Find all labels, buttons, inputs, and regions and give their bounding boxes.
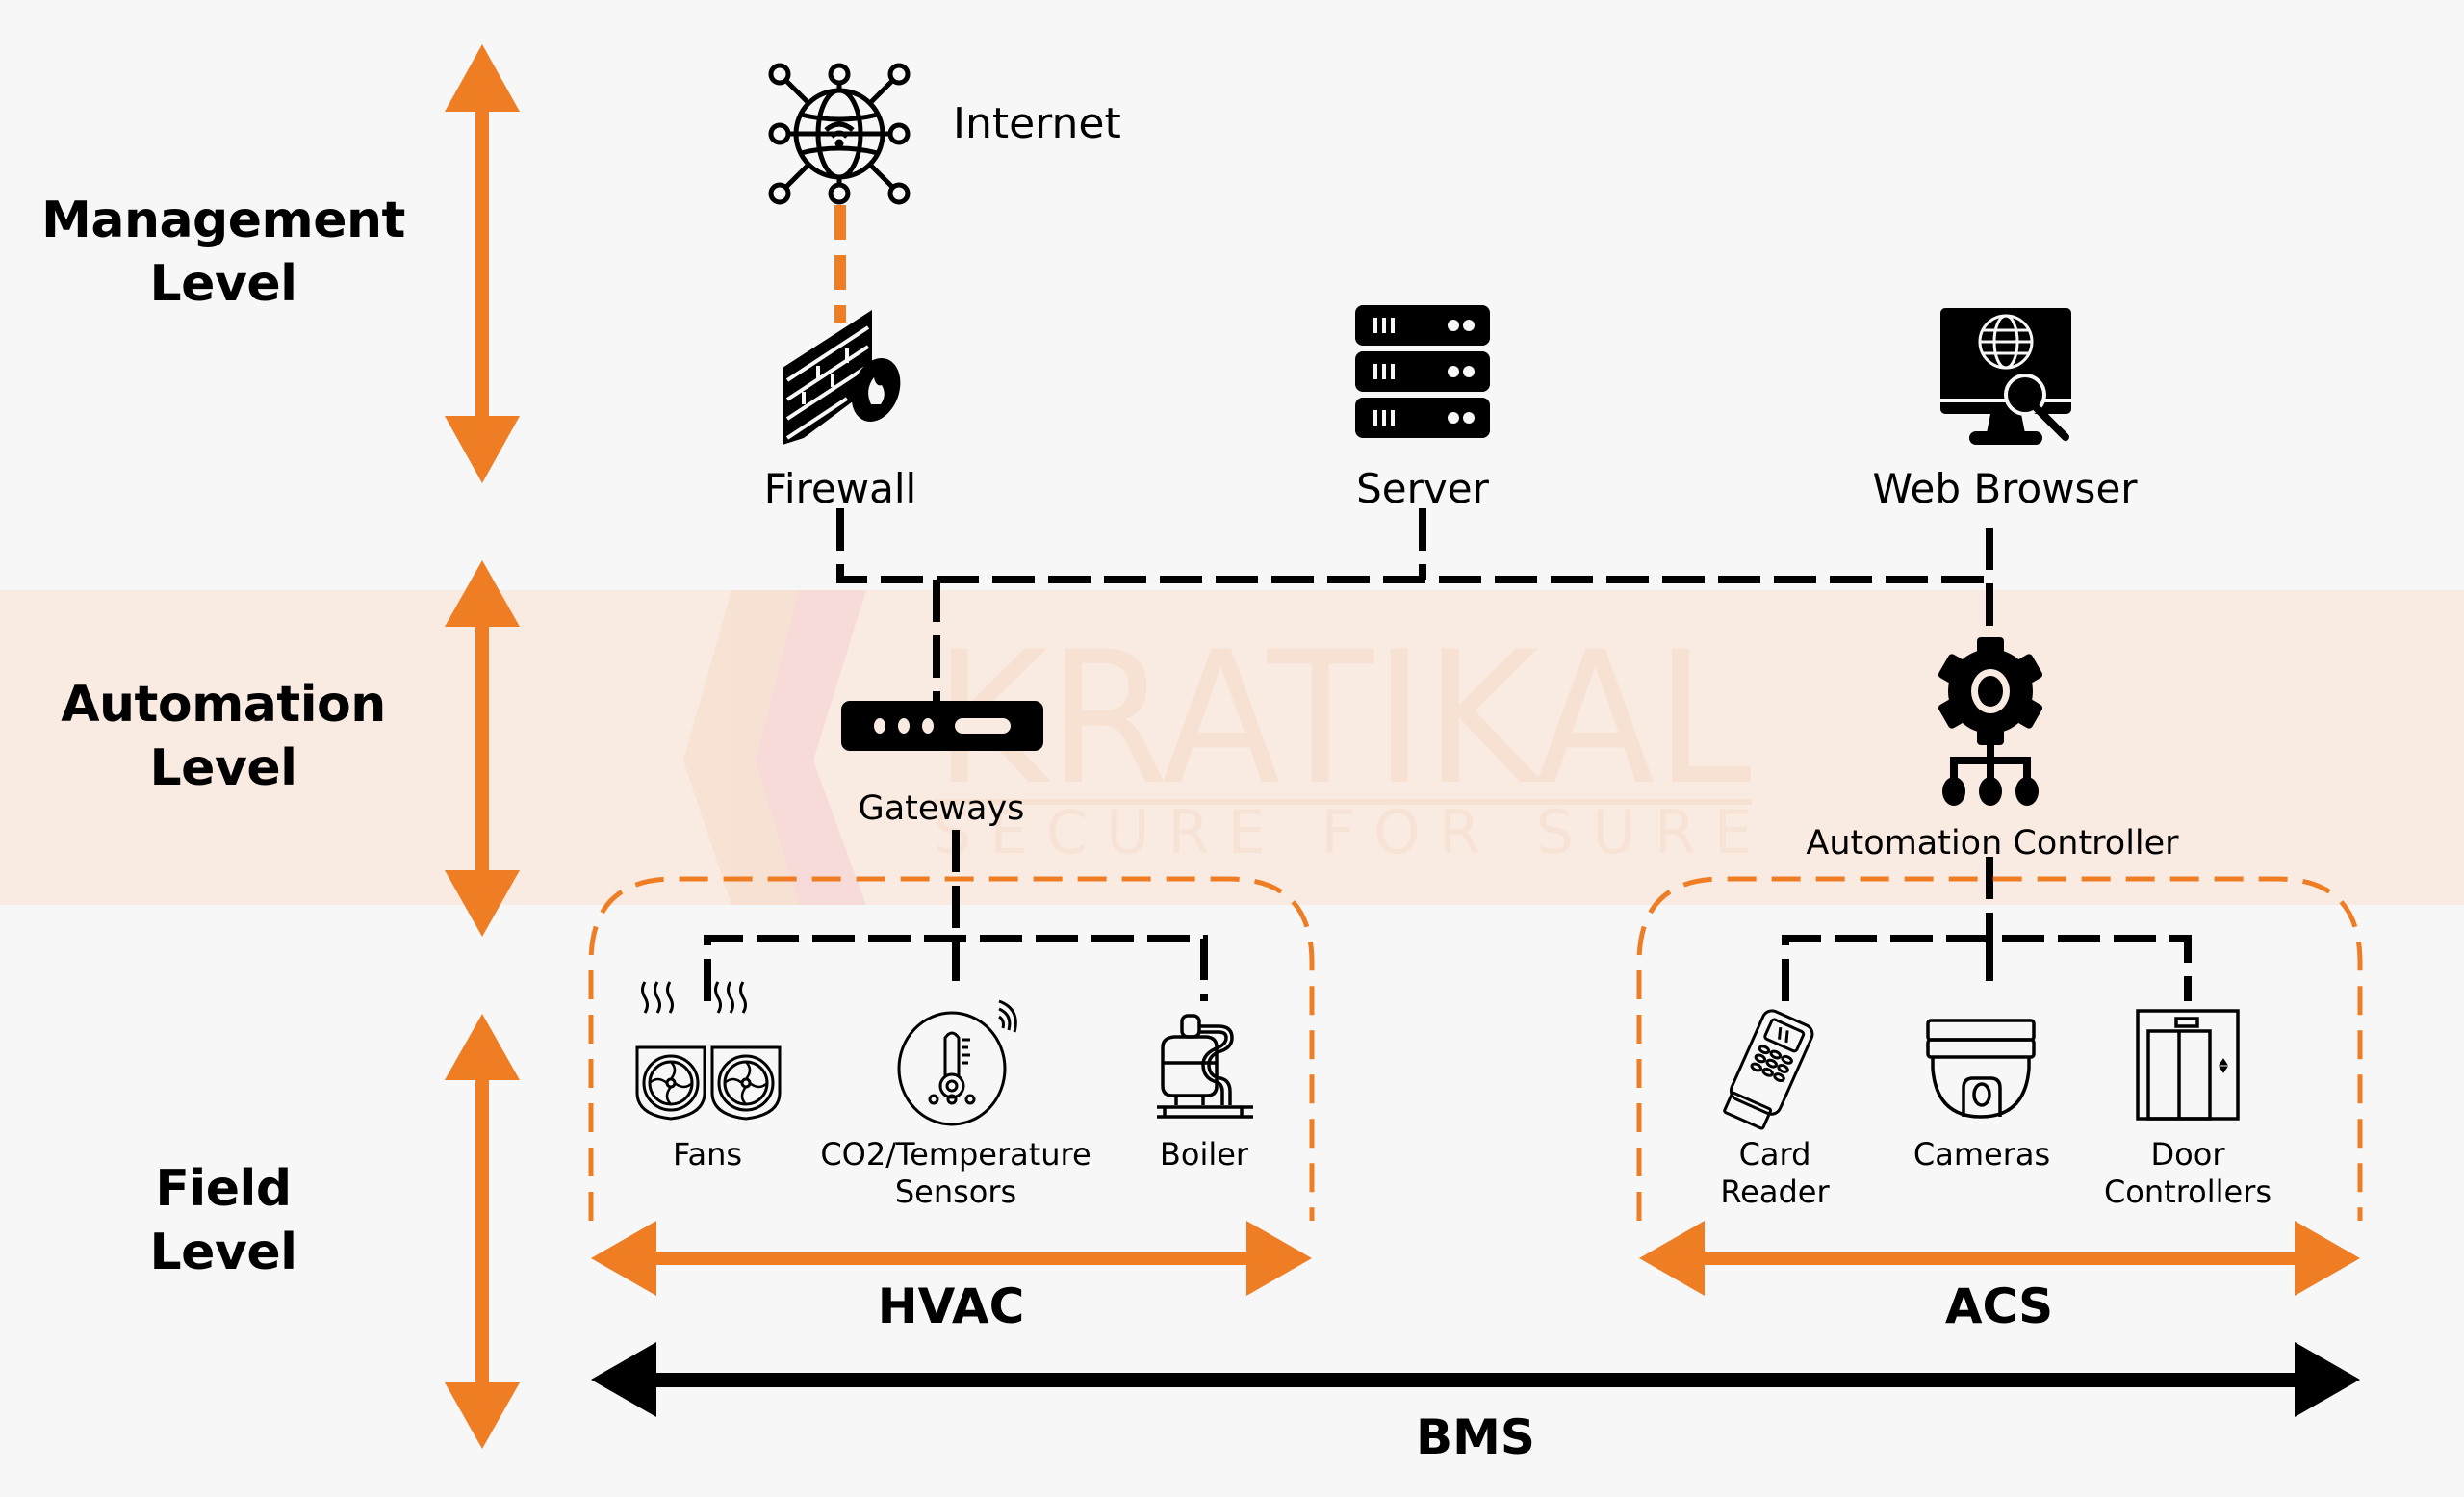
cameras-label: Cameras <box>1912 1136 2051 1173</box>
field-level-line1: Field <box>155 1160 292 1218</box>
elevator-door-icon <box>2136 1009 2240 1121</box>
router-icon <box>841 701 1043 751</box>
hvac-span-arrow <box>591 1221 1312 1296</box>
level-arrow-management <box>445 44 520 483</box>
globe-network-icon <box>768 63 911 205</box>
fans-label: Fans <box>672 1136 743 1173</box>
management-bus <box>836 508 1993 701</box>
firewall-label: Firewall <box>763 465 917 512</box>
acs-branch-lines <box>1782 857 2192 1001</box>
acs-span-arrow <box>1639 1221 2360 1296</box>
automation-controller-label: Automation Controller <box>1806 824 2179 863</box>
watermark: KRATIKAL SECURE FOR SURE <box>683 590 1752 905</box>
co2-temperature-sensors-label: CO2/Temperature Sensors <box>820 1136 1091 1211</box>
co2-label-line1: CO2/Temperature <box>820 1136 1091 1173</box>
automation-level-line1: Automation <box>61 676 386 734</box>
card-reader-line1: Card <box>1738 1136 1811 1173</box>
level-arrow-field <box>445 1014 520 1449</box>
internet-label: Internet <box>953 99 1121 148</box>
automation-level-band <box>0 590 2464 905</box>
bms-span-arrow <box>591 1342 2360 1417</box>
field-level-line2: Level <box>149 1224 297 1281</box>
watermark-brand: KRATIKAL <box>934 612 1752 825</box>
hvac-system-label: HVAC <box>877 1278 1025 1334</box>
acs-system-label: ACS <box>1944 1278 2054 1334</box>
gear-network-icon <box>1938 637 2043 806</box>
management-level-label: Management Level <box>12 189 435 316</box>
hvac-branch-lines <box>704 830 1208 1001</box>
server-rack-icon <box>1355 305 1490 438</box>
card-reader-line2: Reader <box>1720 1174 1830 1210</box>
monitor-globe-search-icon <box>1940 308 2071 445</box>
field-level-label: Field Level <box>12 1157 435 1284</box>
management-level-line1: Management <box>41 192 405 249</box>
firewall-icon <box>783 310 901 445</box>
door-controllers-line1: Door <box>2150 1136 2225 1173</box>
automation-level-line2: Level <box>149 739 297 797</box>
bms-system-label: BMS <box>1416 1409 1535 1465</box>
door-controllers-label: Door Controllers <box>2104 1136 2272 1211</box>
dome-camera-icon <box>1926 1019 2036 1119</box>
card-reader-label: Card Reader <box>1720 1136 1829 1211</box>
server-label: Server <box>1356 465 1489 512</box>
boiler-label: Boiler <box>1159 1136 1249 1173</box>
co2-label-line2: Sensors <box>894 1174 1017 1210</box>
management-level-line2: Level <box>149 255 297 313</box>
boiler-icon <box>1157 1014 1253 1119</box>
hvac-group-outline <box>588 876 1315 1221</box>
watermark-tagline: SECURE FOR SURE <box>934 797 1752 867</box>
acs-group-outline <box>1636 876 2363 1221</box>
card-reader-icon <box>1723 1009 1814 1130</box>
temperature-sensor-icon <box>897 999 1017 1126</box>
door-controllers-line2: Controllers <box>2103 1174 2272 1210</box>
web-browser-label: Web Browser <box>1872 465 2138 512</box>
watermark-rule <box>934 799 1752 805</box>
watermark-logo-chevron-inner <box>756 590 866 905</box>
fans-icon <box>635 981 782 1121</box>
level-arrow-automation <box>445 560 520 937</box>
gateways-label: Gateways <box>858 789 1025 828</box>
automation-level-label: Automation Level <box>12 673 435 800</box>
